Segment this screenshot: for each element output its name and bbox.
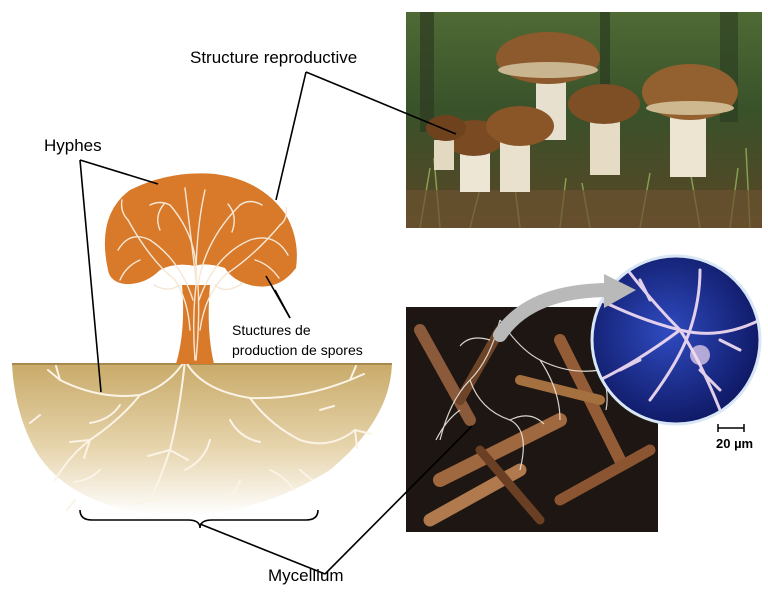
soil-section: [12, 364, 392, 515]
mushroom-photo: [406, 12, 762, 228]
label-structure-reproductive: Structure reproductive: [190, 48, 357, 68]
label-stuctures-line2: production de spores: [232, 342, 363, 358]
label-stuctures-line1: Stuctures de: [232, 322, 311, 338]
label-hyphes: Hyphes: [44, 136, 102, 156]
label-mycellium: Mycellium: [268, 566, 344, 586]
scale-bar: [718, 424, 744, 432]
scale-bar-label: 20 µm: [716, 436, 753, 451]
